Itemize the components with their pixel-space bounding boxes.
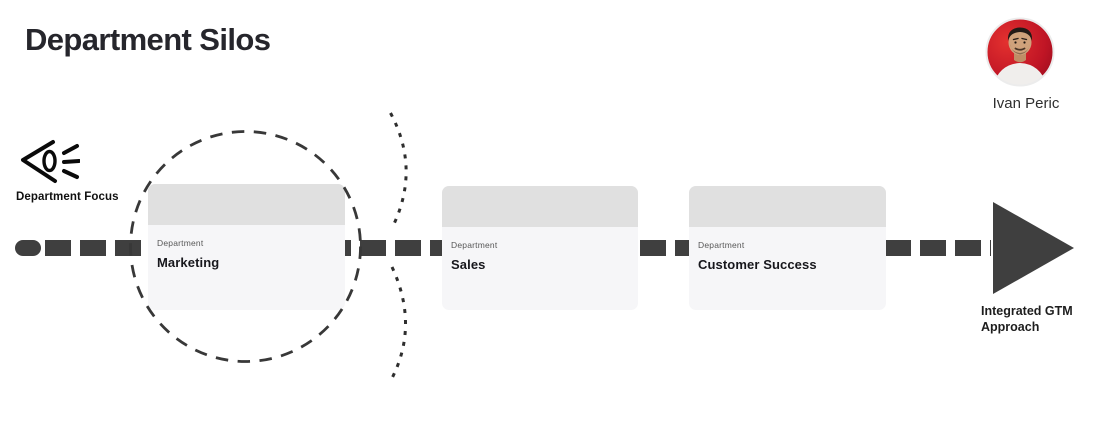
avatar: [985, 17, 1055, 87]
integrated-gtm-label: Integrated GTM Approach: [981, 303, 1073, 335]
integrated-gtm-label-line1: Integrated GTM: [981, 304, 1073, 318]
card-category-label: Department: [157, 238, 204, 248]
profile-name: Ivan Peric: [992, 95, 1060, 112]
card-name: Customer Success: [698, 257, 817, 272]
card-category-label: Department: [451, 240, 498, 250]
card-name: Sales: [451, 257, 486, 272]
card-customer-success[interactable]: Department Customer Success: [689, 186, 886, 310]
card-body: Department Marketing: [148, 225, 345, 270]
page-title: Department Silos: [25, 22, 271, 57]
card-sales[interactable]: Department Sales: [442, 186, 638, 310]
arrowhead-icon: [993, 202, 1074, 294]
card-header: [148, 184, 345, 225]
eye-with-rays-icon: [14, 134, 81, 191]
card-header: [442, 186, 638, 227]
person-photo-icon: [985, 17, 1055, 87]
card-name: Marketing: [157, 255, 220, 270]
integrated-gtm-label-line2: Approach: [981, 320, 1040, 334]
card-header: [689, 186, 886, 227]
department-focus-label: Department Focus: [16, 191, 119, 203]
card-body: Department Sales: [442, 227, 638, 272]
card-marketing[interactable]: Department Marketing: [148, 184, 345, 310]
flow-line-start-dash: [15, 240, 41, 256]
card-body: Department Customer Success: [689, 227, 886, 272]
card-category-label: Department: [698, 240, 745, 250]
